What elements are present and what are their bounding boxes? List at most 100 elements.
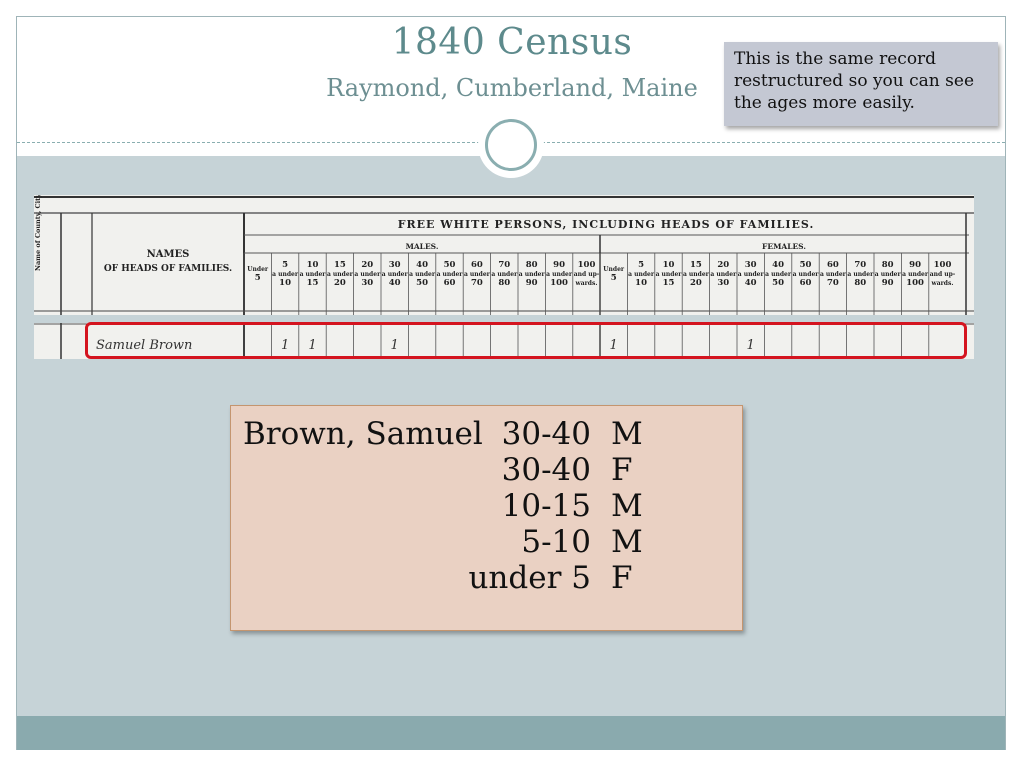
summary-name: Brown, Samuel (243, 416, 483, 452)
male-col-header-6-line-1: a under (409, 271, 436, 278)
male-col-header-9-line-0: 70 (498, 260, 510, 270)
male-col-header-8-line-1: a under (464, 271, 491, 278)
male-col-header-2-line-2: 15 (307, 278, 319, 288)
summary-age-4: under 5 (468, 560, 591, 596)
male-col-header-6-line-2: 50 (416, 278, 428, 288)
male-col-header-3-line-1: a under (327, 271, 354, 278)
male-col-header-5-line-0: 30 (389, 260, 401, 270)
summary-sex-2: M (611, 488, 643, 524)
summary-age-1: 30-40 (501, 452, 591, 488)
female-col-header-11-line-1: a under (902, 271, 929, 278)
female-col-header-1-line-1: a under (628, 271, 655, 278)
female-col-header-0-line-0: Under (603, 266, 625, 273)
male-col-header-0-line-1: 5 (255, 273, 261, 283)
male-col-header-4-line-0: 20 (361, 260, 373, 270)
female-tally-0: 1 (610, 338, 618, 353)
female-col-header-7-line-1: a under (793, 271, 820, 278)
female-col-header-12-line-0: 100 (934, 260, 952, 270)
summary-sex-4: F (611, 560, 633, 596)
female-col-header-6-line-2: 50 (772, 278, 784, 288)
male-col-header-8-line-2: 70 (471, 278, 483, 288)
census-names-label: NAMES (147, 249, 190, 260)
female-col-header-4-line-2: 30 (717, 278, 729, 288)
male-col-header-4-line-1: a under (354, 271, 381, 278)
female-col-header-8-line-2: 70 (827, 278, 839, 288)
male-col-header-5-line-1: a under (382, 271, 409, 278)
title-area: 1840 Census Raymond, Cumberland, Maine (0, 0, 1024, 140)
male-tally-2: 1 (308, 338, 316, 353)
female-col-header-12-line-2: wards. (931, 280, 954, 287)
female-col-header-10-line-1: a under (875, 271, 902, 278)
census-heading: FREE WHITE PERSONS, INCLUDING HEADS OF F… (398, 218, 815, 231)
male-col-header-9-line-2: 80 (498, 278, 510, 288)
male-col-header-5-line-2: 40 (389, 278, 401, 288)
record-highlight-box (85, 322, 967, 359)
slide-subtitle: Raymond, Cumberland, Maine (326, 74, 698, 102)
female-col-header-9-line-1: a under (847, 271, 874, 278)
male-col-header-2-line-0: 10 (307, 260, 319, 270)
summary-age-0: 30-40 (501, 416, 591, 452)
summary-age-2: 10-15 (501, 488, 591, 524)
divider-ornament-icon (485, 119, 537, 171)
census-side-label: Name of County, City, Ward, Town, Townsh… (34, 195, 42, 271)
female-col-header-4-line-0: 20 (717, 260, 729, 270)
male-col-header-6-line-0: 40 (416, 260, 428, 270)
female-col-header-12-line-1: and up- (930, 271, 956, 278)
female-col-header-2-line-0: 10 (663, 260, 675, 270)
male-tally-1: 1 (281, 338, 289, 353)
male-col-header-9-line-1: a under (491, 271, 518, 278)
female-col-header-4-line-1: a under (710, 271, 737, 278)
female-col-header-9-line-0: 70 (854, 260, 866, 270)
male-col-header-7-line-2: 60 (444, 278, 456, 288)
summary-sex-0: M (611, 416, 643, 452)
male-col-header-11-line-2: 100 (550, 278, 568, 288)
male-col-header-10-line-2: 90 (526, 278, 538, 288)
female-col-header-2-line-2: 15 (663, 278, 675, 288)
male-col-header-12-line-1: and up- (574, 271, 600, 278)
female-col-header-8-line-0: 60 (827, 260, 839, 270)
female-col-header-2-line-1: a under (656, 271, 683, 278)
female-col-header-1-line-0: 5 (638, 260, 644, 270)
male-col-header-4-line-2: 30 (361, 278, 373, 288)
summary-sex-1: F (611, 452, 633, 488)
female-col-header-9-line-2: 80 (854, 278, 866, 288)
male-col-header-12-line-0: 100 (578, 260, 596, 270)
female-col-header-11-line-2: 100 (906, 278, 924, 288)
male-col-header-7-line-0: 50 (444, 260, 456, 270)
census-header-image: Name of County, City, Ward, Town, Townsh… (34, 195, 974, 315)
female-col-header-1-line-2: 10 (635, 278, 647, 288)
female-col-header-11-line-0: 90 (909, 260, 921, 270)
summary-sex-3: M (611, 524, 643, 560)
female-col-header-3-line-0: 15 (690, 260, 702, 270)
male-col-header-7-line-1: a under (437, 271, 464, 278)
female-col-header-3-line-2: 20 (690, 278, 702, 288)
male-col-header-10-line-0: 80 (526, 260, 538, 270)
census-males-label: MALES. (406, 242, 439, 251)
female-col-header-10-line-2: 90 (882, 278, 894, 288)
census-females-label: FEMALES. (762, 242, 806, 251)
male-col-header-3-line-2: 20 (334, 278, 346, 288)
male-col-header-1-line-2: 10 (279, 278, 291, 288)
male-col-header-1-line-0: 5 (282, 260, 288, 270)
female-col-header-3-line-1: a under (683, 271, 710, 278)
male-col-header-2-line-1: a under (300, 271, 327, 278)
female-col-header-0-line-1: 5 (611, 273, 617, 283)
male-col-header-11-line-0: 90 (553, 260, 565, 270)
male-col-header-10-line-1: a under (519, 271, 546, 278)
male-col-header-11-line-1: a under (546, 271, 573, 278)
female-col-header-5-line-2: 40 (745, 278, 757, 288)
census-header-svg: Name of County, City, Ward, Town, Townsh… (34, 195, 974, 315)
female-col-header-8-line-1: a under (820, 271, 847, 278)
male-col-header-1-line-1: a under (272, 271, 299, 278)
census-row-name: Samuel Brown (96, 338, 192, 353)
female-col-header-6-line-0: 40 (772, 260, 784, 270)
slide-title: 1840 Census (391, 22, 633, 63)
female-tally-5: 1 (747, 338, 755, 353)
callout-note: This is the same record restructured so … (724, 42, 998, 126)
male-col-header-8-line-0: 60 (471, 260, 483, 270)
female-col-header-10-line-0: 80 (882, 260, 894, 270)
footer-bar (17, 716, 1005, 750)
summary-age-3: 5-10 (521, 524, 591, 560)
female-col-header-6-line-1: a under (765, 271, 792, 278)
